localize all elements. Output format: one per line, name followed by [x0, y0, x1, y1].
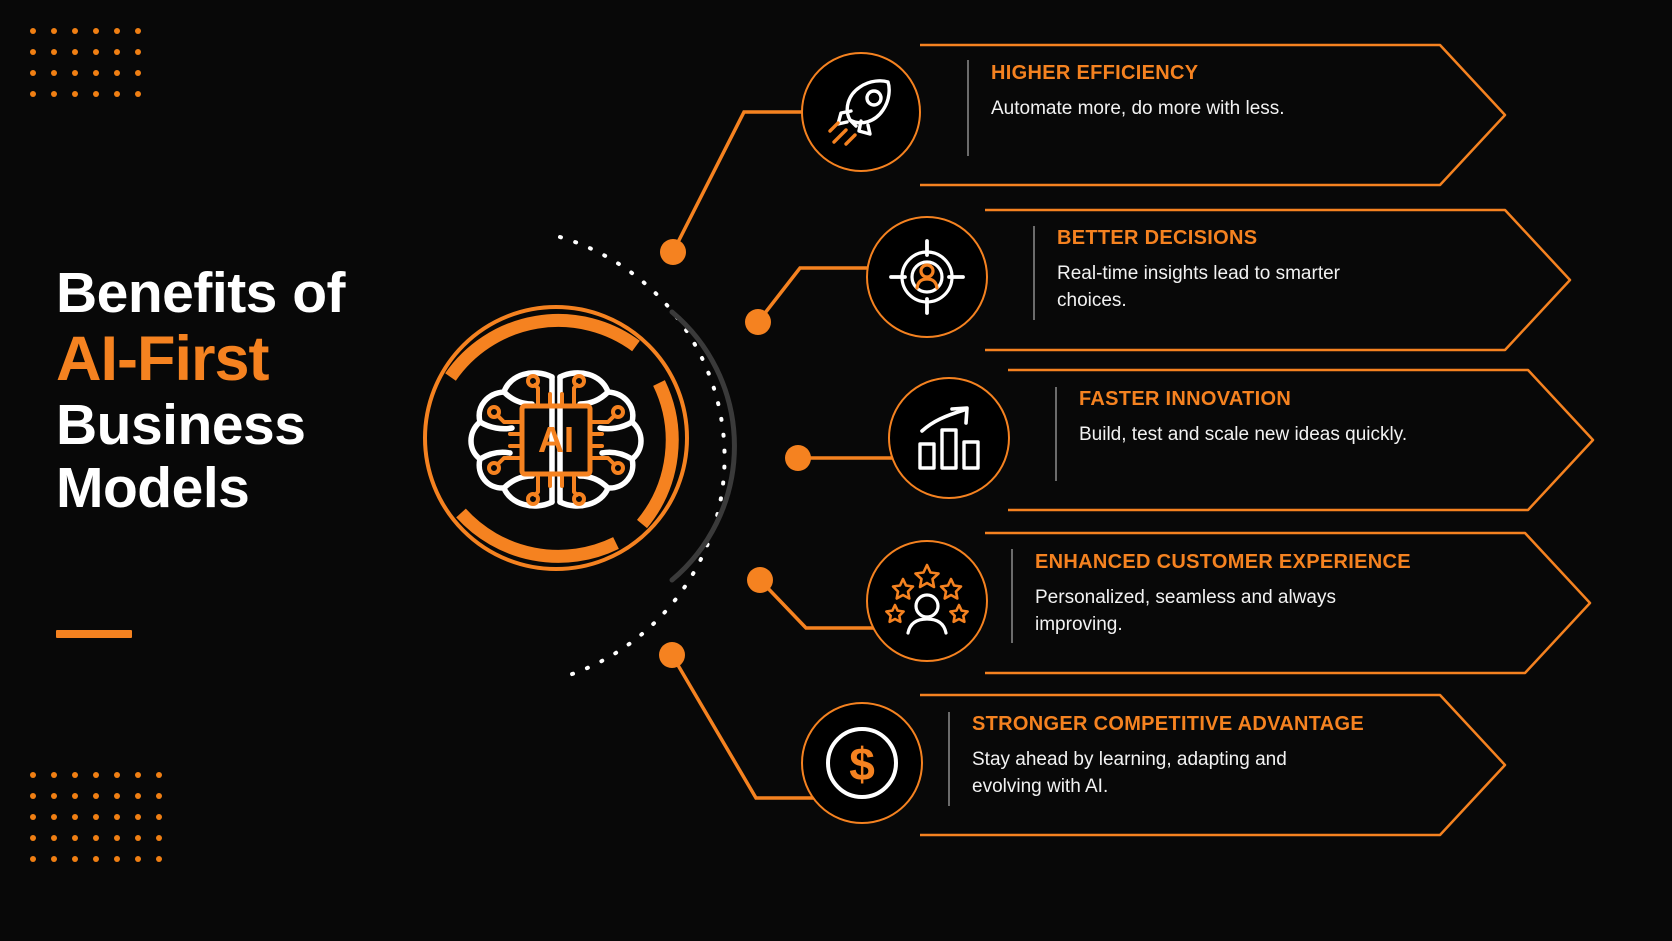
benefit-title-2: BETTER DECISIONS: [1057, 227, 1258, 249]
decorative-dot-grid-top-left: [30, 28, 156, 112]
benefit-banner-3: [1008, 368, 1595, 512]
svg-text:$: $: [849, 738, 875, 790]
benefit-icon-circle-4[interactable]: [866, 540, 988, 662]
benefit-desc-4: Personalized, seamless and always improv…: [1035, 587, 1336, 635]
benefit-desc-1: Automate more, do more with less.: [991, 98, 1285, 119]
benefit-banner-1: [920, 43, 1507, 187]
benefit-divider-5: [948, 712, 950, 806]
connector-node-hub-1: [660, 239, 686, 265]
benefit-divider-2: [1033, 226, 1035, 320]
benefit-desc-2: Real-time insights lead to smarter choic…: [1057, 263, 1340, 311]
benefit-title-4: ENHANCED CUSTOMER EXPERIENCE: [1035, 551, 1411, 573]
benefit-icon-circle-5[interactable]: $: [801, 702, 923, 824]
decorative-dot-grid-bottom-left: [30, 772, 177, 877]
page-title: Benefits of AI-First Business Models: [56, 262, 416, 520]
title-line-3: Business: [56, 393, 306, 457]
benefit-icon-circle-2[interactable]: [866, 216, 988, 338]
connector-node-hub-5: [659, 642, 685, 668]
brain-chip-icon: AI: [468, 370, 644, 509]
benefit-divider-1: [967, 60, 969, 156]
title-underline-rule: [56, 630, 132, 638]
title-line-4: Models: [56, 456, 250, 520]
benefit-title-1: HIGHER EFFICIENCY: [991, 62, 1199, 84]
benefit-divider-4: [1011, 549, 1013, 643]
benefit-desc-5: Stay ahead by learning, adapting and evo…: [972, 749, 1287, 797]
title-line-2-accent: AI-First: [56, 324, 270, 394]
benefit-title-3: FASTER INNOVATION: [1079, 388, 1292, 410]
person-stars-icon: [885, 563, 969, 635]
benefit-desc-3: Build, test and scale new ideas quickly.: [1079, 424, 1408, 445]
benefit-banner-4: [985, 531, 1592, 675]
benefit-title-5: STRONGER COMPETITIVE ADVANTAGE: [972, 713, 1364, 735]
benefit-divider-3: [1055, 387, 1057, 481]
benefit-icon-circle-1[interactable]: [801, 52, 921, 172]
benefit-banner-5: [920, 693, 1507, 837]
connector-node-hub-2: [745, 309, 771, 335]
target-person-icon: [889, 239, 965, 315]
dollar-coin-icon: $: [826, 727, 898, 799]
rocket-icon: [828, 79, 891, 146]
center-label: AI: [538, 419, 574, 460]
benefit-icon-circle-3[interactable]: [888, 377, 1010, 499]
bar-chart-growth-icon: [918, 406, 980, 470]
connector-node-hub-4: [747, 567, 773, 593]
central-hub: AI: [416, 288, 696, 588]
connector-node-hub-3: [785, 445, 811, 471]
title-line-1: Benefits of: [56, 261, 346, 325]
benefit-banner-2: [985, 208, 1572, 352]
